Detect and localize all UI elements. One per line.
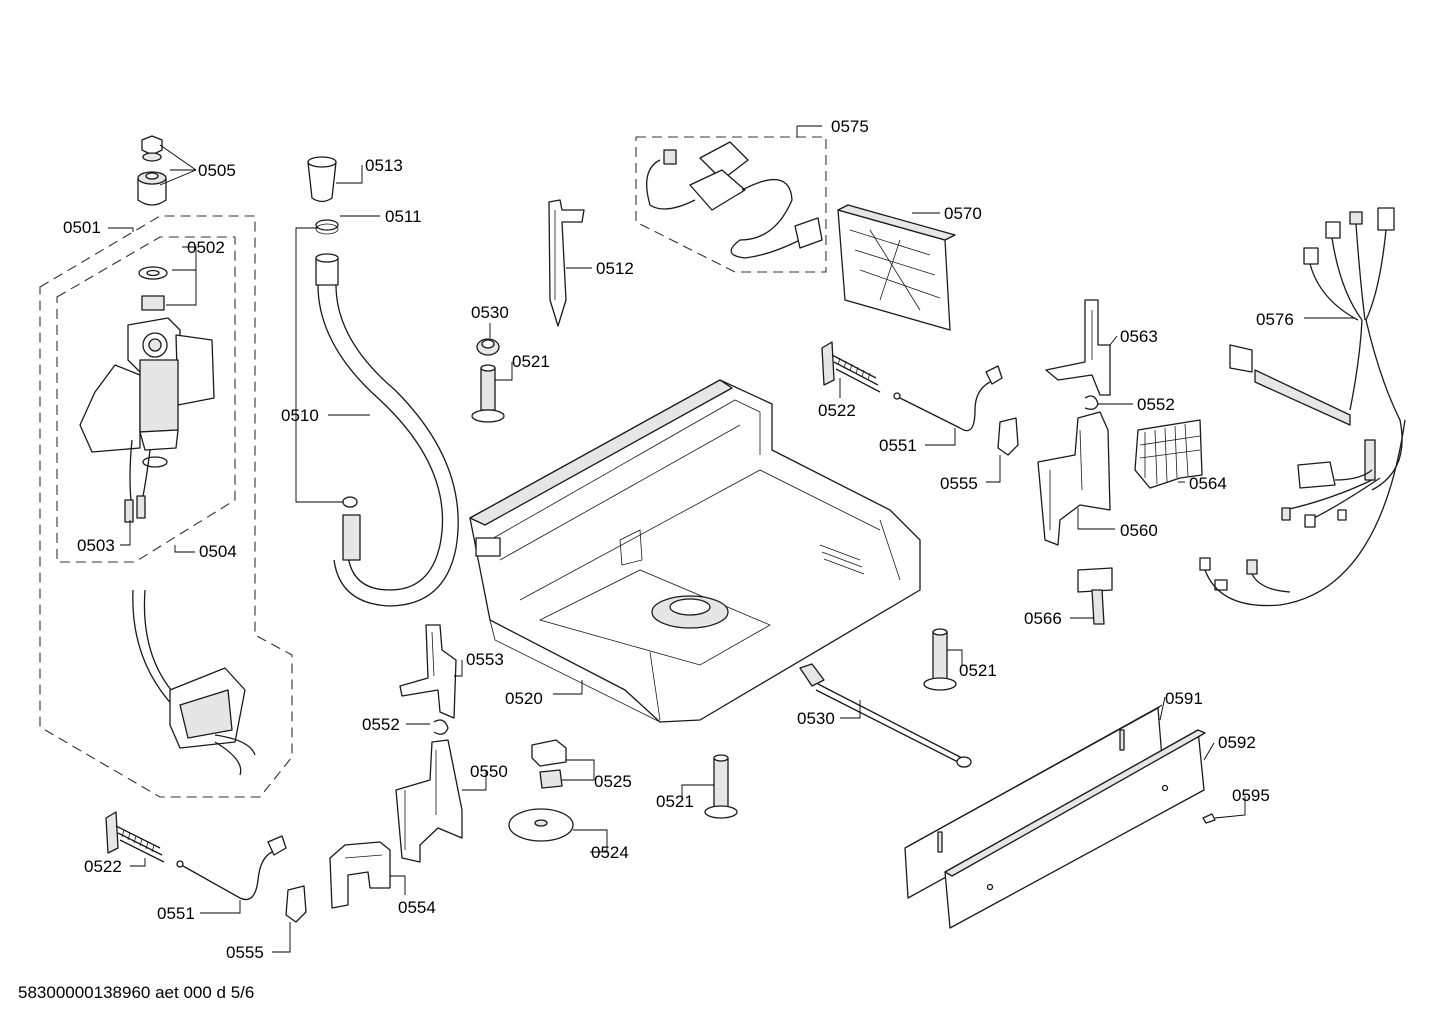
label-0575: 0575 [831,117,869,136]
label-0552-top: 0552 [1137,395,1175,414]
label-0504: 0504 [199,542,237,561]
label-0501: 0501 [63,218,101,237]
label-0522-bottom: 0522 [84,857,122,876]
label-0554: 0554 [398,898,436,917]
label-0595: 0595 [1232,786,1270,805]
shield-0554 [329,841,391,909]
fitting-0505 [137,135,167,206]
label-0550: 0550 [470,762,508,781]
group-outline-0501 [39,215,293,798]
switch-0525 [531,739,567,789]
screw-0521-right [923,628,957,691]
label-0521-right: 0521 [959,661,997,680]
group-outline-0575 [635,136,827,273]
basket-0564 [1134,419,1203,489]
label-0530-top: 0530 [471,303,509,322]
label-0564: 0564 [1189,474,1227,493]
label-0524: 0524 [591,843,629,862]
label-0525: 0525 [594,772,632,791]
clip-0555-bottom [285,885,307,923]
nut-0530-top [476,338,500,356]
disc-0524 [508,808,574,842]
label-0555-top: 0555 [940,474,978,493]
clip-0552-top [1084,395,1099,410]
label-0510: 0510 [281,406,319,425]
screw-0521-bottom [704,754,738,819]
label-0553: 0553 [466,650,504,669]
power-cord-0575 [646,141,823,259]
spring-0522-top [821,341,881,393]
bracket-0560 [1037,411,1111,546]
base-tub-0520 [469,379,921,723]
screw-0595 [1202,813,1216,824]
label-0502: 0502 [187,238,225,257]
group-outline-0504 [56,236,236,563]
label-0520: 0520 [505,689,543,708]
label-0512: 0512 [596,259,634,278]
spring-0522-bottom [105,811,165,863]
label-0521-top: 0521 [512,352,550,371]
drawing-reference-footer: 58300000138960 aet 000 d 5/6 [18,983,254,1002]
label-0513: 0513 [365,156,403,175]
label-0560: 0560 [1120,521,1158,540]
label-0552-bottom: 0552 [362,715,400,734]
label-0551-bottom: 0551 [157,904,195,923]
hose-0501 [132,589,256,776]
label-0522-top: 0522 [818,401,856,420]
wire-0551-bottom [176,835,287,901]
valve-0502-assembly [79,266,215,523]
label-0591: 0591 [1165,689,1203,708]
clip-0555-top [997,417,1019,456]
label-0563: 0563 [1120,327,1158,346]
label-0530-bottom: 0530 [797,709,835,728]
clip-0552-bottom [433,719,449,735]
leader-lines [108,125,1354,953]
label-0521-bottom: 0521 [656,792,694,811]
label-0503: 0503 [77,536,115,555]
label-0505: 0505 [198,161,236,180]
control-module-0570 [837,204,956,331]
label-0511: 0511 [385,207,422,226]
label-0592: 0592 [1218,733,1256,752]
label-0551-top: 0551 [879,436,917,455]
bracket-0553 [399,624,457,719]
wire-0551-top [893,365,1003,432]
plinth-panel-0592 [944,729,1206,929]
part-labels: 0505 0513 0511 0501 0502 0503 0504 0510 … [63,117,1294,962]
wiring-harness-0576 [1199,207,1406,607]
bracket-0550 [395,739,463,863]
label-0576: 0576 [1256,310,1294,329]
bracket-0512 [548,199,585,327]
screw-0521-top [471,364,505,423]
label-0555-bottom: 0555 [226,943,264,962]
bracket-0563 [1045,299,1111,396]
rod-0530 [799,663,972,768]
float-0566 [1077,567,1113,625]
hose-0510-assembly [307,156,459,607]
label-0566: 0566 [1024,609,1062,628]
label-0570: 0570 [944,204,982,223]
